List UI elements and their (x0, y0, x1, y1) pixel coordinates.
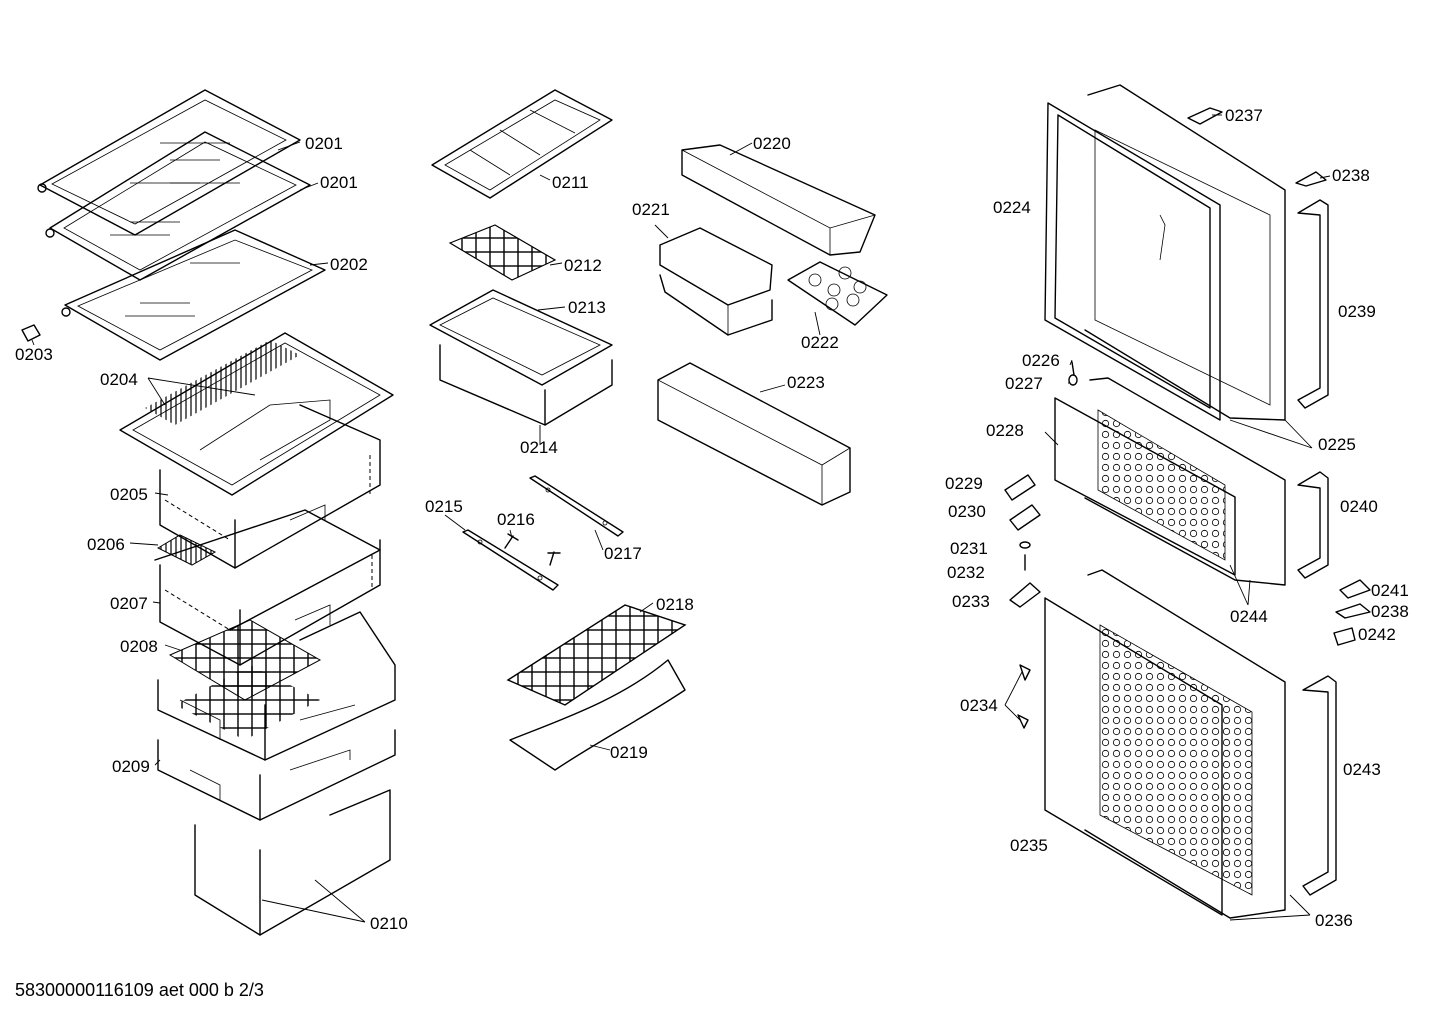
label-0241: 0241 (1371, 581, 1409, 600)
label-0223: 0223 (787, 373, 825, 392)
glass-shelf-second (45, 131, 311, 281)
butter-compartment (659, 227, 773, 336)
rail-screws (504, 533, 561, 566)
label-0216: 0216 (497, 510, 535, 529)
label-0201-a: 0201 (305, 134, 343, 153)
hinge-cover-top (1187, 107, 1223, 125)
label-0232: 0232 (947, 563, 985, 582)
label-0218: 0218 (656, 595, 694, 614)
ice-cube-tray (448, 224, 557, 281)
label-0204: 0204 (100, 370, 138, 389)
document-reference-footer: 58300000116109 aet 000 b 2/3 (15, 980, 264, 1000)
label-0230: 0230 (948, 502, 986, 521)
label-0209: 0209 (112, 757, 150, 776)
label-0201-b: 0201 (320, 173, 358, 192)
glass-shelf-top (37, 89, 301, 236)
fridge-door-upper (1044, 84, 1286, 421)
rail-right (529, 475, 624, 537)
crisper-drawer-upper (159, 404, 381, 569)
label-0211: 0211 (552, 173, 589, 192)
egg-holder (787, 261, 888, 326)
label-0238-b: 0238 (1371, 602, 1409, 621)
label-0222: 0222 (801, 333, 839, 352)
label-0220: 0220 (753, 134, 791, 153)
label-0206: 0206 (87, 535, 125, 554)
label-0210: 0210 (370, 914, 408, 933)
freezer-door-lower (1044, 569, 1286, 919)
freezer-grille (506, 604, 687, 706)
freezer-drawer-stack (157, 611, 396, 936)
freezer-door-upper (1054, 377, 1286, 586)
label-0215: 0215 (425, 497, 463, 516)
label-0238-a: 0238 (1332, 166, 1370, 185)
label-0244: 0244 (1230, 607, 1268, 626)
label-0228: 0228 (986, 421, 1024, 440)
leader-lines (31, 114, 1331, 923)
label-0208: 0208 (120, 637, 158, 656)
label-0231: 0231 (950, 539, 988, 558)
small-fittings-right (1333, 579, 1371, 646)
label-0219: 0219 (610, 743, 648, 762)
label-0233: 0233 (952, 592, 990, 611)
label-0239: 0239 (1338, 302, 1376, 321)
freezer-handle-upper (1297, 471, 1329, 579)
label-0237: 0237 (1225, 106, 1263, 125)
vegetable-cover-plate (119, 332, 394, 496)
hinge-cap (1295, 171, 1327, 187)
fridge-door-handle (1297, 199, 1329, 409)
label-0226: 0226 (1022, 351, 1060, 370)
rail-left (462, 529, 559, 591)
label-0227: 0227 (1005, 374, 1043, 393)
label-0235: 0235 (1010, 836, 1048, 855)
label-0212: 0212 (564, 256, 602, 275)
label-0217: 0217 (604, 544, 642, 563)
label-0234: 0234 (960, 696, 998, 715)
door-shelf-upper (681, 144, 876, 256)
label-0214: 0214 (520, 438, 558, 457)
label-0242: 0242 (1358, 625, 1396, 644)
freezer-box-with-lid (429, 289, 613, 426)
freezer-handle-lower (1302, 675, 1337, 896)
label-0240: 0240 (1340, 497, 1378, 516)
label-0243: 0243 (1343, 760, 1381, 779)
label-0221: 0221 (632, 200, 670, 219)
insulation-sheet (509, 659, 686, 771)
door-pins (1017, 664, 1031, 729)
label-0225: 0225 (1318, 435, 1356, 454)
label-0202: 0202 (330, 255, 368, 274)
label-0213: 0213 (568, 298, 606, 317)
part-labels: 0201 0201 0202 0203 0204 0205 0206 0207 … (15, 106, 1409, 933)
label-0205: 0205 (110, 485, 148, 504)
label-0207: 0207 (110, 594, 148, 613)
egg-tray-upper (431, 89, 613, 199)
door-shelf-lower (657, 362, 851, 506)
label-0236: 0236 (1315, 911, 1353, 930)
glass-shelf-third (61, 229, 326, 361)
hinge-bracket-parts (1004, 361, 1078, 608)
shelf-support-cap (21, 324, 41, 342)
label-0229: 0229 (945, 474, 983, 493)
label-0224: 0224 (993, 198, 1031, 217)
label-0203: 0203 (15, 345, 53, 364)
